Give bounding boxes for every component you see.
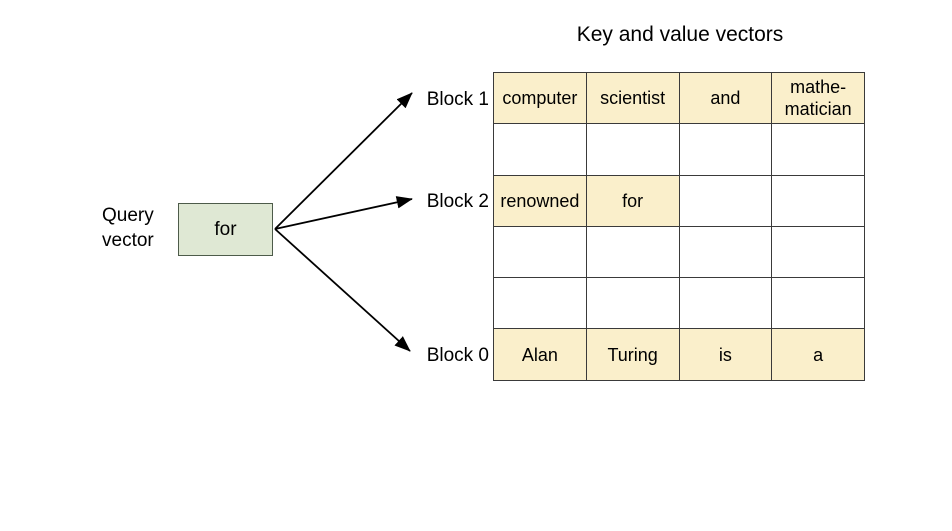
query-vector-label-line1: Query — [102, 205, 154, 226]
block-label-block-0: Block 0 — [426, 345, 489, 366]
table-cell-text: a — [813, 344, 824, 365]
key-value-vectors-table: computer scientist and mathe-matician renown… — [493, 71, 865, 381]
table-cell — [493, 123, 587, 176]
table-row: renowned for — [493, 174, 865, 227]
table-cell-text: scientist — [600, 88, 666, 109]
query-vector-box[interactable]: for — [178, 203, 273, 256]
table-row — [493, 225, 865, 279]
table-cell: and — [678, 71, 773, 125]
table-row: computer scientist and mathe-matician — [493, 71, 865, 125]
table-cell: a — [771, 328, 865, 381]
table-cell — [678, 277, 773, 330]
table-cell-text: renowned — [500, 190, 580, 211]
table-cell-text: mathe- — [790, 77, 847, 98]
table-cell — [493, 277, 587, 330]
block-label-block-2: Block 2 — [426, 191, 489, 212]
table-cell-text: Alan — [521, 344, 558, 365]
block-label-block-1: Block 1 — [426, 89, 489, 110]
table-cell — [771, 123, 865, 176]
table-row — [493, 123, 865, 176]
table-cell — [585, 123, 680, 176]
arrow-to-block-0 — [274, 228, 411, 352]
table-cell-text: is — [718, 344, 732, 365]
table-cell — [771, 174, 865, 227]
table-cell-text: and — [710, 88, 741, 109]
table-cell: for — [585, 174, 680, 227]
table-cell — [678, 174, 773, 227]
table-cell — [585, 225, 680, 279]
table-cell-text: matician — [784, 99, 852, 120]
query-vector-label: Query vector — [102, 203, 178, 253]
table-cell — [678, 225, 773, 279]
table-cell — [585, 277, 680, 330]
table-cell: Alan — [493, 328, 587, 381]
table-cell: mathe-matician — [771, 71, 865, 125]
table-row: Alan Turing is a — [493, 328, 865, 381]
query-vector-value: for — [214, 218, 237, 240]
table-cell — [771, 277, 865, 330]
table-cell: computer — [493, 71, 587, 125]
arrow-to-block-2 — [274, 196, 413, 230]
table-cell: renowned — [493, 174, 587, 227]
table-row — [493, 277, 865, 330]
table-cell — [678, 123, 773, 176]
table-cell — [493, 225, 587, 279]
table-cell: is — [678, 328, 773, 381]
table-cell-text: computer — [502, 88, 578, 109]
arrow-to-block-1 — [274, 92, 413, 230]
table-cell: scientist — [585, 71, 680, 125]
table-cell-text: Turing — [607, 344, 658, 365]
page-title: Key and value vectors — [576, 23, 784, 46]
table-cell: Turing — [585, 328, 680, 381]
table-cell-text: for — [622, 190, 644, 211]
query-vector-label-line2: vector — [102, 230, 154, 251]
table-cell — [771, 225, 865, 279]
